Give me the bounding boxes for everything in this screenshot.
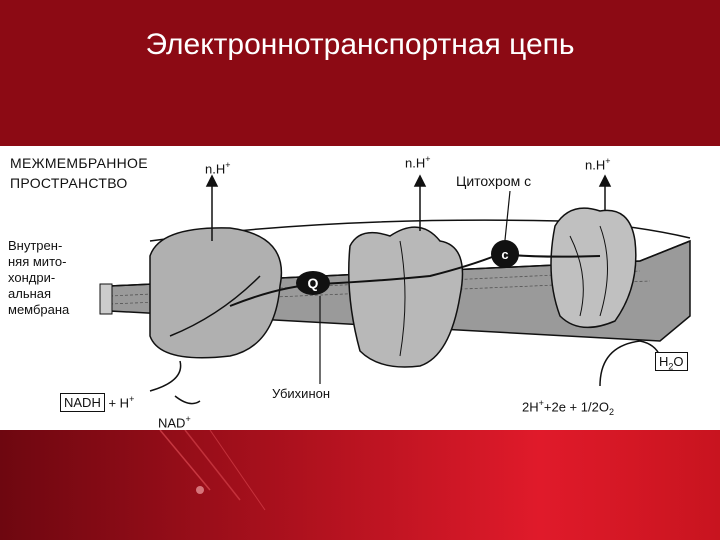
complex-i bbox=[150, 228, 281, 358]
membrane-label-3: хондри- bbox=[8, 270, 55, 285]
intermembrane-label-1: МЕЖМЕМБРАННОЕ bbox=[10, 156, 148, 171]
membrane-label-1: Внутрен- bbox=[8, 238, 62, 253]
membrane-label-2: няя мито- bbox=[8, 254, 66, 269]
proton-label-2: n.H+ bbox=[405, 152, 431, 170]
q-label: Q bbox=[308, 275, 319, 291]
proton-label-3: n.H+ bbox=[585, 154, 611, 172]
membrane-label-4: альная bbox=[8, 286, 51, 301]
ubiquinone-label: Убихинон bbox=[272, 386, 330, 401]
etc-diagram: Q c МЕЖМЕМБРАННОЕ ПРОСТРАНСТВО Внутрен- … bbox=[0, 146, 720, 430]
nad-label: NAD+ bbox=[158, 412, 191, 430]
cytochrome-pointer bbox=[505, 191, 510, 240]
water-label: H2O bbox=[655, 354, 688, 375]
reaction-label: 2H++2e + 1/2O2 bbox=[522, 396, 614, 420]
decorative-lines bbox=[0, 430, 720, 540]
page-title: Электроннотранспортная цепь bbox=[0, 28, 720, 62]
nadh-label: NADH + H+ bbox=[60, 392, 134, 410]
intermembrane-label-2: ПРОСТРАНСТВО bbox=[10, 176, 128, 191]
cytochrome-c-label: Цитохром с bbox=[456, 174, 531, 189]
membrane-label-5: мембрана bbox=[8, 302, 69, 317]
c-label: c bbox=[501, 247, 508, 262]
complex-iii bbox=[349, 227, 463, 367]
water-arrow bbox=[600, 341, 660, 386]
proton-label-1: n.H+ bbox=[205, 158, 231, 176]
nadh-arrow bbox=[150, 361, 200, 404]
